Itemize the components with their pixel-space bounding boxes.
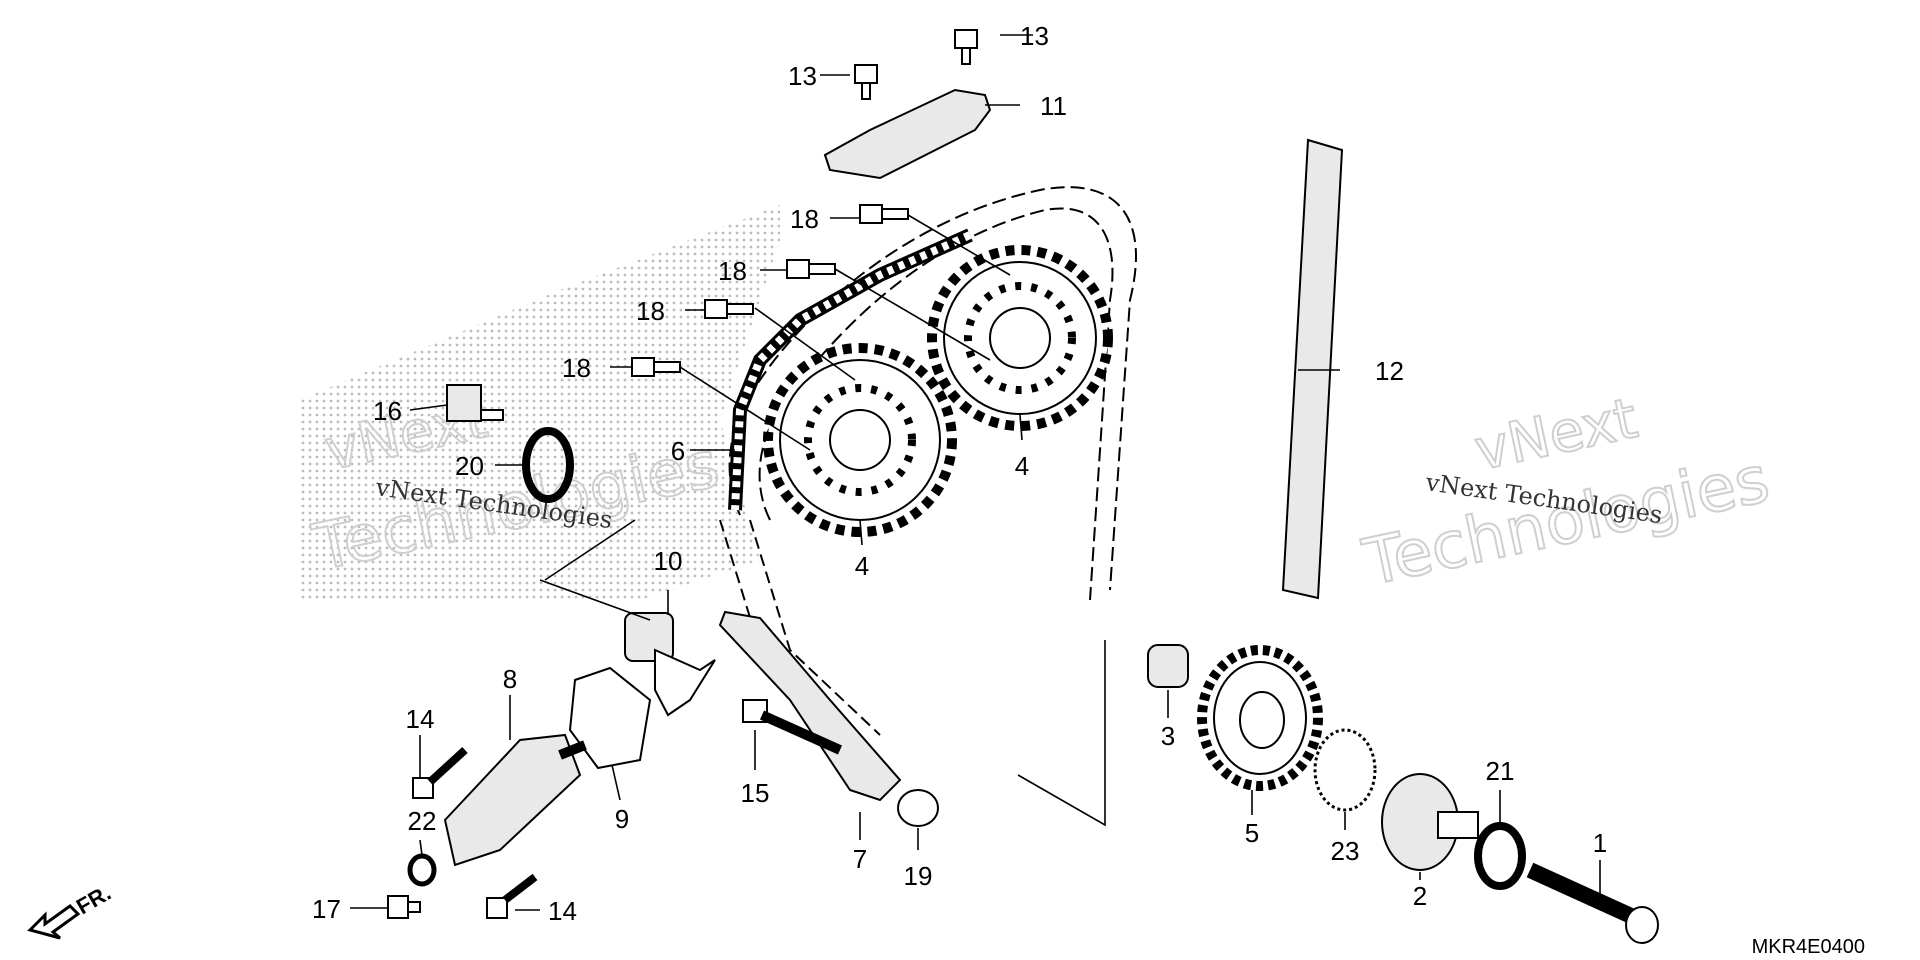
callout-10: 10 — [654, 546, 683, 576]
callout-14-upper: 14 — [406, 704, 435, 734]
idle-gear-shaft-2[interactable] — [1381, 773, 1479, 871]
bolt-18-b[interactable] — [786, 259, 836, 279]
tensioner-arm-10[interactable] — [624, 612, 716, 717]
callout-8: 8 — [503, 664, 517, 694]
bolt-14-lower[interactable] — [486, 873, 538, 919]
callout-12: 12 — [1375, 356, 1404, 386]
washer-21[interactable] — [1474, 822, 1526, 890]
callout-23: 23 — [1331, 836, 1360, 866]
callout-5: 5 — [1245, 818, 1259, 848]
sealing-plug[interactable] — [446, 384, 504, 422]
chain-guide-bracket[interactable] — [823, 88, 992, 180]
o-ring[interactable] — [522, 427, 574, 503]
callout-20: 20 — [455, 451, 484, 481]
bushing-3[interactable] — [1147, 644, 1189, 688]
callout-22: 22 — [408, 806, 437, 836]
callout-1: 1 — [1593, 828, 1607, 858]
callout-18-a: 18 — [790, 204, 819, 234]
tensioner-lifter-8[interactable] — [443, 733, 587, 867]
callout-17: 17 — [312, 894, 341, 924]
idle-gear-frame — [1017, 640, 1106, 827]
callout-19: 19 — [904, 861, 933, 891]
callout-14-lower: 14 — [548, 896, 577, 926]
bolt-17[interactable] — [387, 895, 421, 919]
callout-11: 11 — [1040, 91, 1067, 121]
callout-4-right: 4 — [1015, 451, 1029, 481]
bolt-18-a[interactable] — [859, 204, 909, 224]
callout-2: 2 — [1413, 881, 1427, 911]
callout-4-left: 4 — [855, 551, 869, 581]
callouts: 1 2 3 4 4 5 6 7 8 9 10 11 12 13 13 14 14… — [312, 21, 1607, 926]
diagram-code: MKR4E0400 — [1752, 936, 1865, 958]
idle-gear-5[interactable] — [1197, 645, 1323, 791]
callout-3: 3 — [1161, 721, 1175, 751]
cam-chain[interactable] — [728, 228, 973, 511]
callout-9: 9 — [615, 804, 629, 834]
callout-7: 7 — [853, 844, 867, 874]
callout-18-b: 18 — [718, 256, 747, 286]
callout-18-c: 18 — [636, 296, 665, 326]
chain-tensioner-arm[interactable] — [718, 610, 902, 802]
callout-6: 6 — [671, 436, 685, 466]
front-arrow-icon — [27, 904, 81, 940]
callout-13-right: 13 — [1020, 21, 1049, 51]
cam-sprocket-right[interactable] — [927, 245, 1113, 431]
front-direction-indicator: FR. — [27, 880, 115, 940]
gasket-9[interactable] — [568, 666, 652, 770]
needle-bearing-23[interactable] — [1313, 728, 1377, 812]
bolt-13-left[interactable] — [854, 64, 878, 100]
callout-18-d: 18 — [562, 353, 591, 383]
bolt-18-c[interactable] — [704, 299, 754, 319]
callout-21: 21 — [1486, 756, 1515, 786]
bolt-13-right[interactable] — [954, 29, 978, 65]
svg-text:vNext: vNext — [1469, 386, 1643, 484]
engine-shade — [300, 205, 780, 600]
callout-16: 16 — [373, 396, 402, 426]
pivot-bolt-15[interactable] — [742, 699, 843, 755]
collar-19[interactable] — [897, 789, 939, 827]
callout-13-left: 13 — [788, 61, 817, 91]
bolt-14-upper[interactable] — [412, 747, 468, 799]
bolt-1[interactable] — [1526, 862, 1659, 944]
callout-15: 15 — [741, 778, 770, 808]
svg-text:Technologies: Technologies — [1357, 443, 1776, 601]
chain-guide[interactable] — [1281, 138, 1344, 600]
leader-lines — [350, 34, 1601, 911]
watermark-right: vNext Technologies vNext Technologies — [1356, 385, 1777, 602]
washer-22[interactable] — [407, 853, 437, 887]
